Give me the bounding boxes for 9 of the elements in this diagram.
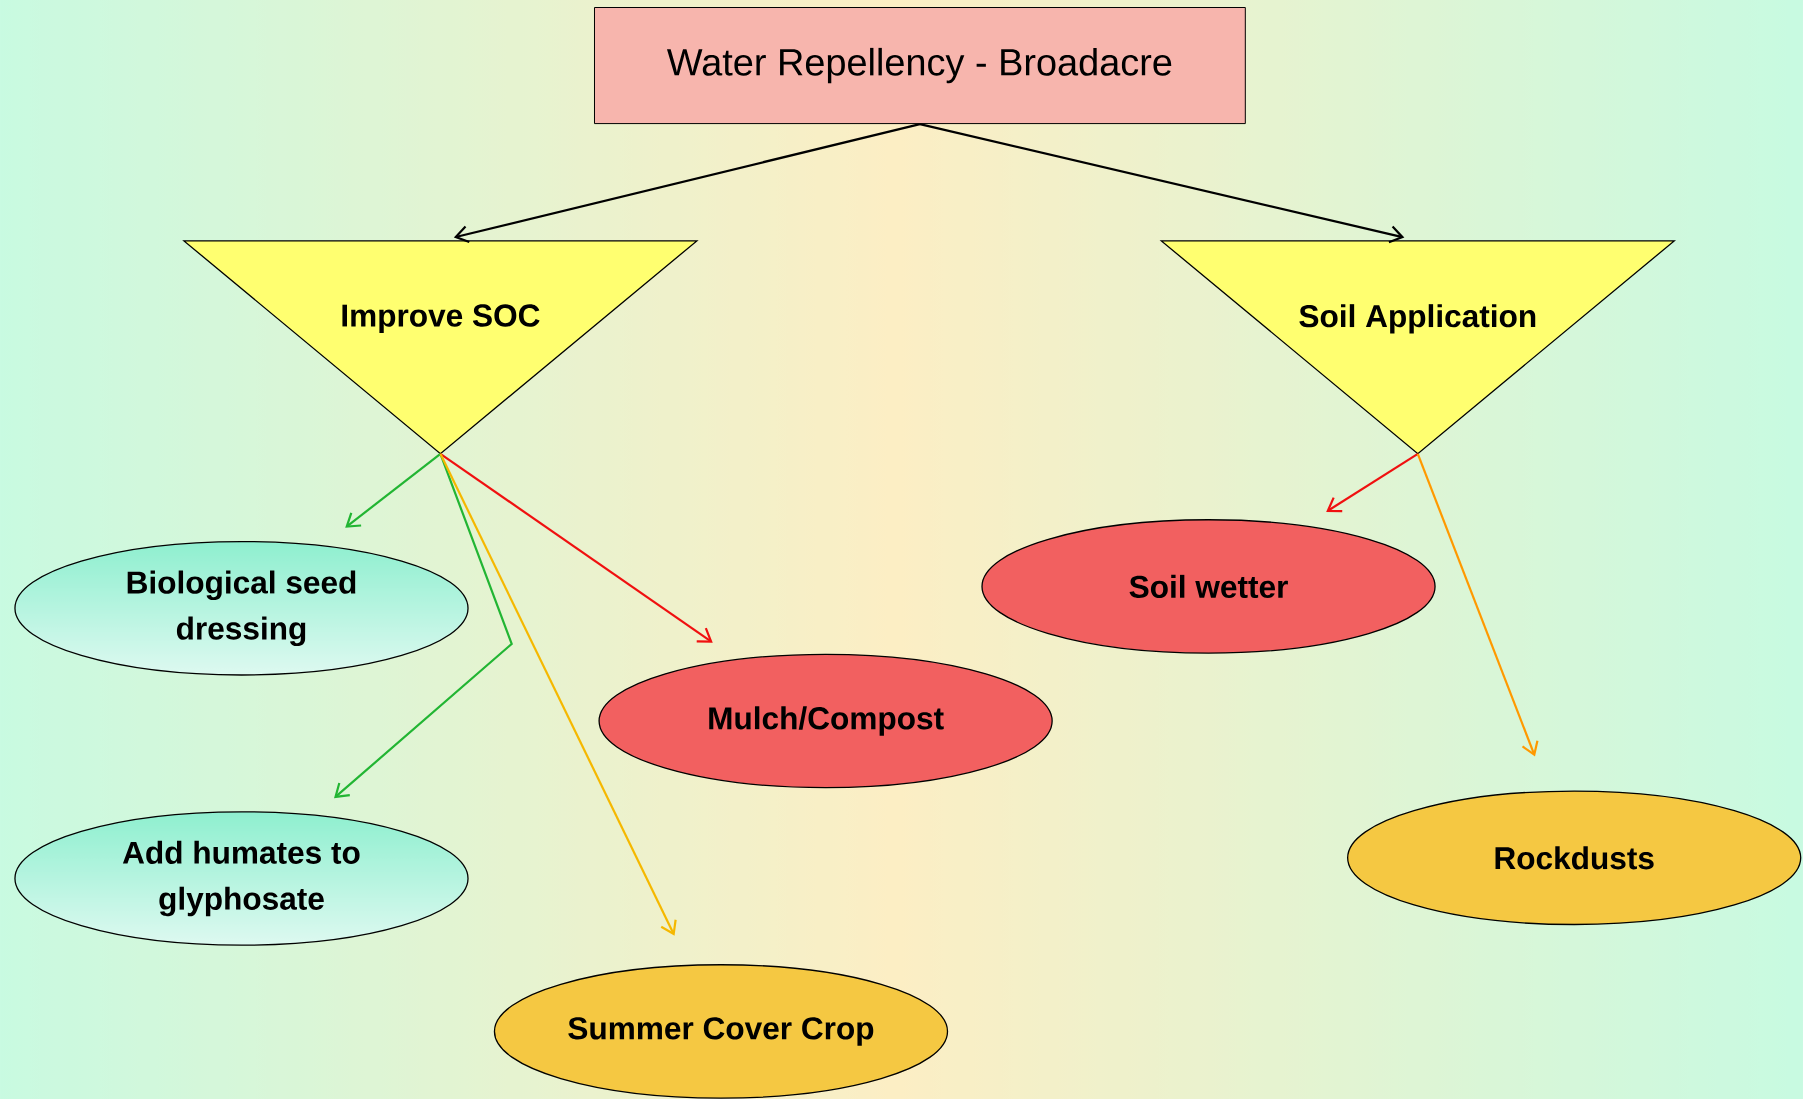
- title-box: Water Repellency - Broadacre: [594, 6, 1246, 124]
- arrow: [1416, 453, 1539, 757]
- arrow: [439, 453, 677, 936]
- arrow: [439, 452, 713, 643]
- arrow: [453, 122, 921, 243]
- arrow: [1326, 452, 1419, 513]
- arrow: [345, 452, 442, 528]
- arrow: [919, 122, 1405, 244]
- arrow: [334, 453, 513, 799]
